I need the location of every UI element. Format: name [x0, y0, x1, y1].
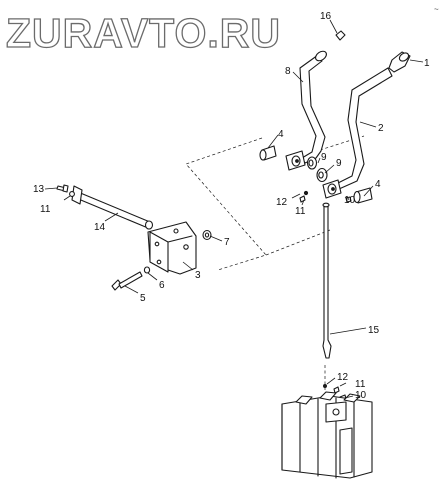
callout-3: 3 — [195, 270, 201, 281]
leader-lines — [44, 19, 424, 399]
bracket-washer — [143, 266, 151, 274]
lever-left — [299, 50, 327, 164]
lever-right — [335, 67, 393, 190]
callout-11-mid: 11 — [295, 206, 306, 217]
callout-15: 15 — [368, 325, 380, 336]
callout-9-b: 9 — [336, 158, 342, 169]
shaft-washer — [69, 191, 75, 197]
callout-4-right: 4 — [375, 179, 381, 190]
bracket-nut — [202, 229, 212, 241]
callout-8: 8 — [285, 66, 291, 77]
shaft-bolt — [56, 184, 69, 193]
callout-14: 14 — [94, 222, 106, 233]
assembly-dash-line-left — [185, 137, 267, 271]
corner-mark: ~ — [434, 5, 439, 14]
callout-10-bottom: 10 — [355, 390, 367, 401]
top-pin — [335, 30, 346, 41]
callout-1: 1 — [424, 58, 430, 69]
spacer-ring-1 — [306, 156, 318, 170]
watermark-logo: ZURAVTO.RU — [6, 10, 281, 56]
lever-knob — [388, 51, 411, 73]
callout-5: 5 — [140, 293, 146, 304]
control-rod — [322, 202, 332, 359]
callout-7: 7 — [224, 237, 230, 248]
assembly-dash-line-upper — [319, 135, 365, 151]
callout-2: 2 — [378, 123, 384, 134]
callout-11-left: 11 — [40, 204, 51, 215]
callout-4-top: 4 — [278, 129, 284, 140]
bracket-bolt — [111, 271, 143, 291]
pivot-hub-right — [322, 179, 342, 199]
mounting-bracket — [147, 221, 197, 275]
callout-11-bottom: 11 — [355, 379, 366, 390]
callout-13: 13 — [33, 184, 45, 195]
callout-6: 6 — [159, 280, 165, 291]
callout-12-bottom: 12 — [337, 372, 349, 383]
callout-16: 16 — [320, 11, 332, 22]
bushing-left — [259, 145, 277, 161]
pivot-hub-left — [285, 150, 306, 171]
callout-12-mid: 12 — [276, 197, 288, 208]
shaft — [71, 185, 154, 230]
callout-9-a: 9 — [321, 152, 327, 163]
spacer-ring-2 — [316, 167, 328, 183]
valve-block — [281, 391, 373, 479]
assembly-dash-line-lower — [265, 229, 331, 256]
callout-10-top: 10 — [344, 195, 356, 206]
